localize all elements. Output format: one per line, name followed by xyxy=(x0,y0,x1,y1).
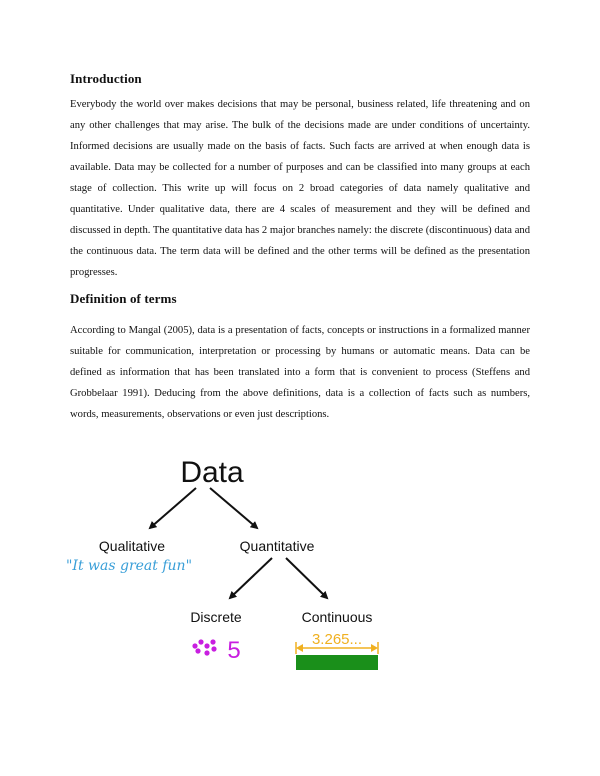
data-classification-diagram: Data Qualitative "It was great fun" Quan… xyxy=(66,456,379,670)
section-heading-definition: Definition of terms xyxy=(70,291,177,306)
arrow-to-quantitative xyxy=(209,487,259,530)
continuous-label: Continuous xyxy=(302,609,373,625)
continuous-measure-line xyxy=(295,642,379,654)
section-heading-introduction: Introduction xyxy=(70,71,142,86)
continuous-example: 3.265... xyxy=(312,631,362,648)
discrete-label: Discrete xyxy=(190,609,242,625)
qualitative-label: Qualitative xyxy=(99,538,165,554)
discrete-dots-icon xyxy=(192,639,217,656)
diagram-root-label: Data xyxy=(180,456,244,489)
quantitative-label: Quantitative xyxy=(240,538,315,554)
arrow-to-discrete xyxy=(228,557,273,600)
arrow-to-continuous xyxy=(285,557,329,600)
paragraph-introduction: Everybody the world over makes decisions… xyxy=(70,99,530,278)
continuous-bar xyxy=(296,655,378,670)
discrete-example: 5 xyxy=(227,637,240,664)
qualitative-example: "It was great fun" xyxy=(66,558,192,574)
paragraph-definition: According to Mangal (2005), data is a pr… xyxy=(70,325,530,420)
arrow-to-qualitative xyxy=(148,487,197,530)
